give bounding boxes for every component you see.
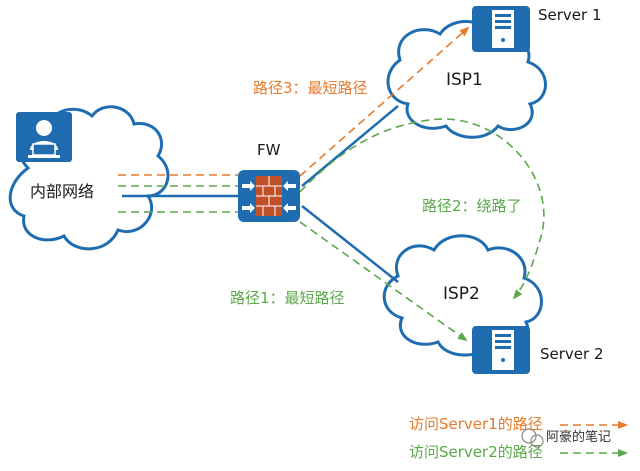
legend-server1-label: 访问Server1的路径	[409, 415, 543, 433]
legend-swatches	[560, 421, 628, 457]
watermark-text: 阿豪的笔记	[546, 430, 612, 445]
fw-label: FW	[257, 141, 281, 159]
server1-server-icon	[472, 6, 530, 52]
server1-label: Server 1	[538, 6, 602, 24]
path3-label: 路径3：最短路径	[253, 79, 368, 97]
internal-network-label: 内部网络	[30, 182, 95, 201]
legend-server2-label: 访问Server2的路径	[409, 443, 543, 461]
server2-label: Server 2	[540, 345, 604, 363]
server2-server-icon	[472, 326, 530, 374]
path2-label: 路径2：绕路了	[422, 197, 522, 215]
physical-links	[122, 105, 399, 283]
isp2-cloud	[382, 234, 543, 357]
route-server2	[118, 118, 545, 342]
isp2-label: ISP2	[443, 284, 480, 304]
path1-label: 路径1：最短路径	[230, 289, 345, 307]
firewall-icon	[238, 170, 300, 222]
user-computer-icon	[16, 112, 72, 162]
isp1-label: ISP1	[446, 70, 483, 90]
wechat-watermark-icon	[521, 428, 544, 448]
route-server1	[118, 26, 470, 177]
